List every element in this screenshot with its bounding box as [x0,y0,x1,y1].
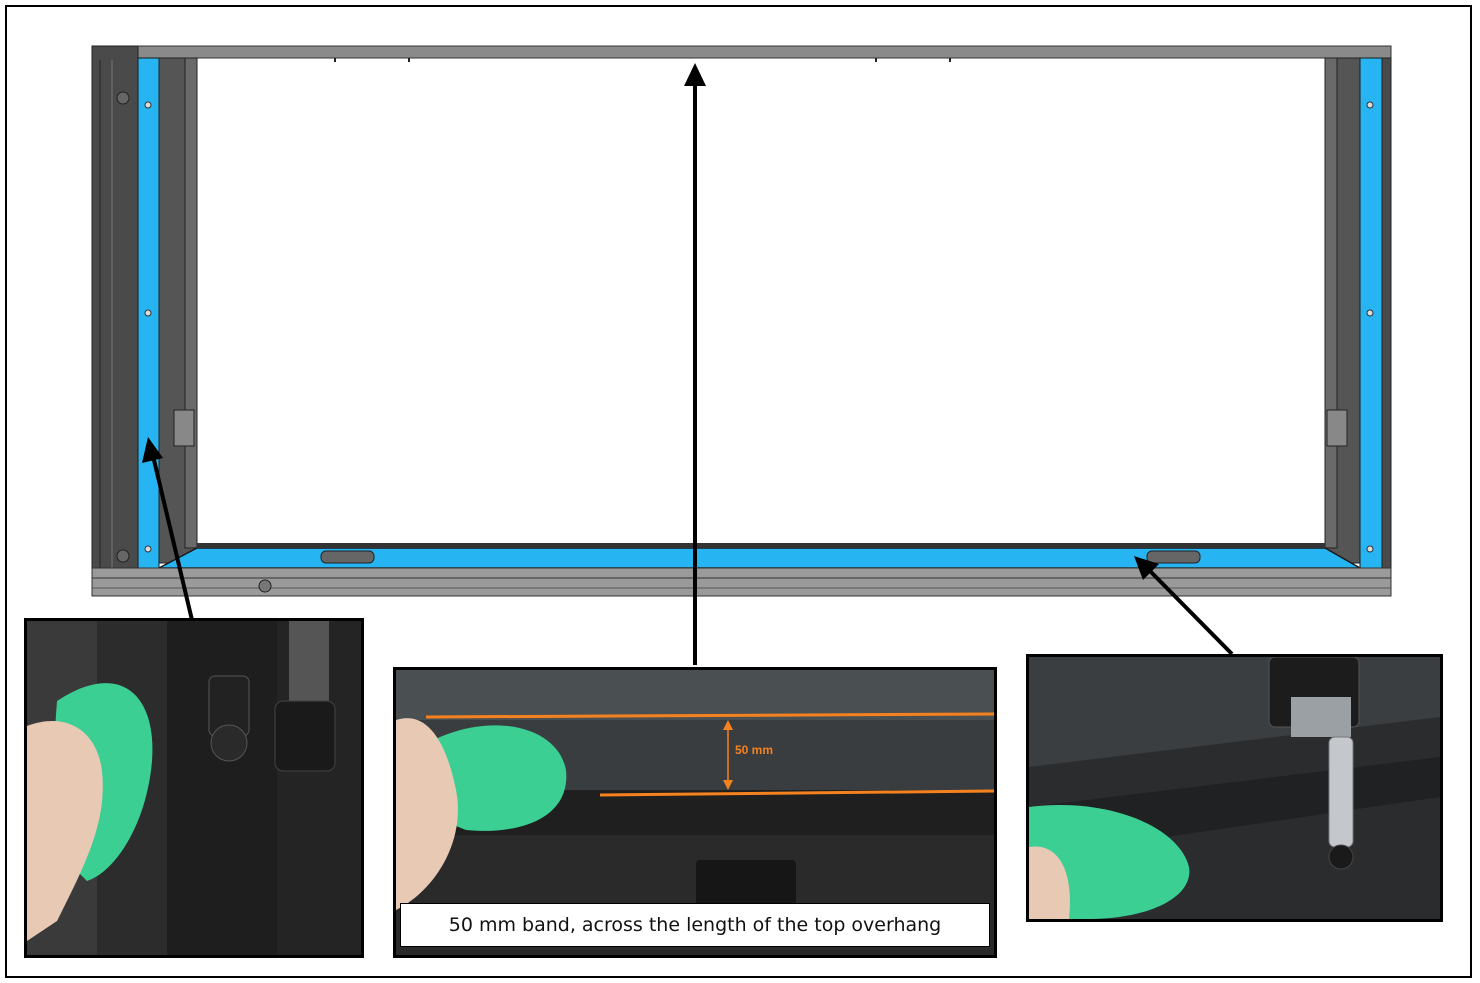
frame-bottom-rail [92,568,1391,596]
frame-left-outer [92,46,138,596]
photo-left-side-wipe [24,618,364,958]
caption-box: 50 mm band, across the length of the top… [400,903,990,947]
caption-text: 50 mm band, across the length of the top… [449,914,942,936]
frame-top-bar [92,46,1391,58]
dimension-label: 50 mm [735,743,773,757]
left-highlight-band [138,58,159,578]
photo-bottom-edge-wipe [1026,654,1443,922]
right-highlight-band [1360,58,1382,578]
frame-diagram [0,0,1480,620]
